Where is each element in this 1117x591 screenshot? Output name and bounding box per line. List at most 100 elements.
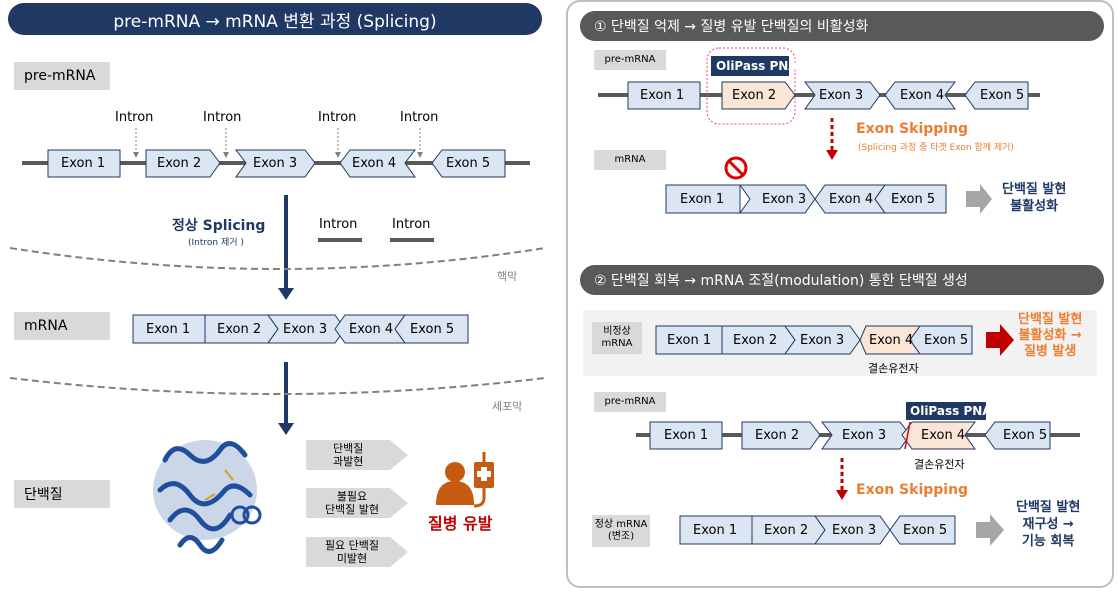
section2-title-text: ② 단백질 회복 → mRNA 조절(modulation) 통한 단백질 생성 xyxy=(594,273,968,289)
normal-exon-label: Exon 5 xyxy=(903,523,948,538)
mrna-exon-label: Exon 3 xyxy=(283,322,328,337)
s2-exon-label: Exon 1 xyxy=(664,428,709,443)
final-result-arrow xyxy=(976,514,1004,546)
s2-exon-label: Exon 3 xyxy=(842,428,887,443)
abnormal-label-line2: mRNA xyxy=(601,338,633,349)
normal-mrna-line1: 정상 mRNA xyxy=(594,519,648,530)
premrna-exon-label: Exon 3 xyxy=(253,156,298,171)
normal-mrna-label: 정상 mRNA(변조) xyxy=(592,515,650,547)
left-diagram-svg xyxy=(9,128,546,567)
removed-intron-label: Intron xyxy=(319,217,358,232)
premrna-exon-1 xyxy=(47,149,121,178)
final-result-line2: 재구성 → xyxy=(1022,517,1074,532)
s1-exon-label: Exon 2 xyxy=(732,88,777,103)
final-result-line1: 단백질 발현 xyxy=(1016,500,1081,515)
s1-mrna-exon-3 xyxy=(739,184,816,214)
abnormal-exon-label: Exon 3 xyxy=(800,333,845,348)
final-result-line3: 기능 회복 xyxy=(1021,534,1075,549)
effect-3-text: 필요 단백질 미발현 xyxy=(312,539,392,565)
effect-1-line2: 과발현 xyxy=(333,455,364,468)
exon-skipping-note: (Splicing 과정 중 타겟 Exon 함께 제거) xyxy=(858,143,1014,153)
effect-3-line1: 필요 단백질 xyxy=(324,539,380,552)
effect-2-line1: 불필요 xyxy=(336,490,368,503)
s1-exon-2 xyxy=(721,81,796,110)
s1-exon-label: Exon 4 xyxy=(900,88,945,103)
intron-label: Intron xyxy=(400,110,439,125)
s1-mrna-exon-label: Exon 3 xyxy=(762,192,807,207)
abnormal-result-line2: 불활성화 → xyxy=(1018,328,1082,343)
normal-exon-label: Exon 1 xyxy=(693,523,738,538)
disease-label: 질병 유발 xyxy=(428,514,493,533)
mrna-exon-label: Exon 1 xyxy=(146,322,191,337)
no-symbol-icon xyxy=(724,156,748,180)
s1-result-line1: 단백질 발현 xyxy=(1002,182,1067,197)
removed-intron-label: Intron xyxy=(392,217,431,232)
oligo-tag-1-text: OliPass PNA xyxy=(716,59,798,73)
left-title-text: pre-mRNA → mRNA 변환 과정 (Splicing) xyxy=(113,11,437,32)
right-panel xyxy=(566,0,1114,588)
protein-label: 단백질 xyxy=(14,480,110,508)
s1-mrna-exon-1 xyxy=(665,184,741,214)
final-result-text: 단백질 발현 재구성 → 기능 회복 xyxy=(1016,499,1080,550)
s2-exon-label: Exon 2 xyxy=(755,428,800,443)
mrna-exon-1 xyxy=(132,314,206,344)
oligo-tag-1 xyxy=(711,56,789,76)
abnormal-exon-label: Exon 2 xyxy=(733,333,778,348)
s1-result-line2: 불활성화 xyxy=(1010,199,1059,214)
left-title: pre-mRNA → mRNA 변환 과정 (Splicing) xyxy=(8,3,542,35)
nuclear-membrane xyxy=(9,247,546,270)
s1-exon-label: Exon 1 xyxy=(640,88,685,103)
normal-exon-label: Exon 3 xyxy=(832,523,877,538)
s1-exon-4 xyxy=(884,81,957,110)
s1-mrna-exon-5 xyxy=(874,184,947,214)
effect-arrow xyxy=(306,440,408,470)
premrna-exon-label: Exon 4 xyxy=(352,156,397,171)
nuclear-membrane-label: 핵막 xyxy=(497,270,518,283)
section1-title: ① 단백질 억제 → 질병 유발 단백질의 비활성화 xyxy=(580,11,1104,41)
s2-exon-label: Exon 5 xyxy=(1003,428,1048,443)
intron-label: Intron xyxy=(115,110,154,125)
premrna-exon-4 xyxy=(339,149,417,178)
s1-result-arrow xyxy=(966,184,992,214)
normal-splicing-label: 정상 Splicing xyxy=(172,218,266,234)
mrna-exon-5 xyxy=(394,314,469,344)
abnormal-exon-label: Exon 5 xyxy=(924,333,969,348)
s1-exon-3 xyxy=(803,81,881,110)
oligo-tag-2-text: OliPass PNA xyxy=(910,404,992,418)
removed-intron-bar xyxy=(390,238,434,242)
effect-2-line2: 단백질 발현 xyxy=(324,503,380,516)
effect-arrow xyxy=(306,537,408,567)
s1-mrna-exon-label: Exon 1 xyxy=(680,192,725,207)
premrna-label: pre-mRNA xyxy=(14,62,110,90)
abnormal-exon-label: Exon 4 xyxy=(869,333,914,348)
s1-mrna-label: mRNA xyxy=(594,150,666,170)
abnormal-result-text: 단백질 발현 불활성화 → 질병 발생 xyxy=(1018,312,1082,360)
premrna-exon-2 xyxy=(145,149,221,178)
patient-iv-icon xyxy=(436,452,494,508)
section2-title: ② 단백질 회복 → mRNA 조절(modulation) 통한 단백질 생성 xyxy=(580,265,1104,295)
effect-2-text: 불필요 단백질 발현 xyxy=(312,490,392,516)
removed-intron-bar xyxy=(318,238,362,242)
s1-mrna-exon-label: Exon 5 xyxy=(891,192,936,207)
effect-1-line1: 단백질 xyxy=(333,442,364,455)
s1-exon-1 xyxy=(627,81,701,110)
intron-removal-note: (Intron 제거 ) xyxy=(188,238,244,248)
cell-membrane-label: 세포막 xyxy=(492,400,523,413)
s1-mrna-exon-label: Exon 4 xyxy=(829,192,874,207)
abnormal-result-line1: 단백질 발현 xyxy=(1018,312,1083,327)
premrna-exon-label: Exon 2 xyxy=(157,156,202,171)
abnormal-exon-label: Exon 1 xyxy=(667,333,712,348)
defect-gene-label: 결손유전자 xyxy=(868,362,919,375)
premrna-exon-label: Exon 5 xyxy=(446,156,491,171)
s1-exon-label: Exon 3 xyxy=(819,88,864,103)
intron-label: Intron xyxy=(203,110,242,125)
mrna-label: mRNA xyxy=(14,312,110,340)
target-highlight xyxy=(706,47,796,125)
exon-skipping-label: Exon Skipping xyxy=(856,121,969,137)
effect-arrow xyxy=(306,488,408,518)
premrna-exon-5 xyxy=(431,149,506,178)
abnormal-result-arrow xyxy=(986,324,1014,356)
s1-exon-label: Exon 5 xyxy=(980,88,1025,103)
s2-exon-label: Exon 4 xyxy=(921,428,966,443)
